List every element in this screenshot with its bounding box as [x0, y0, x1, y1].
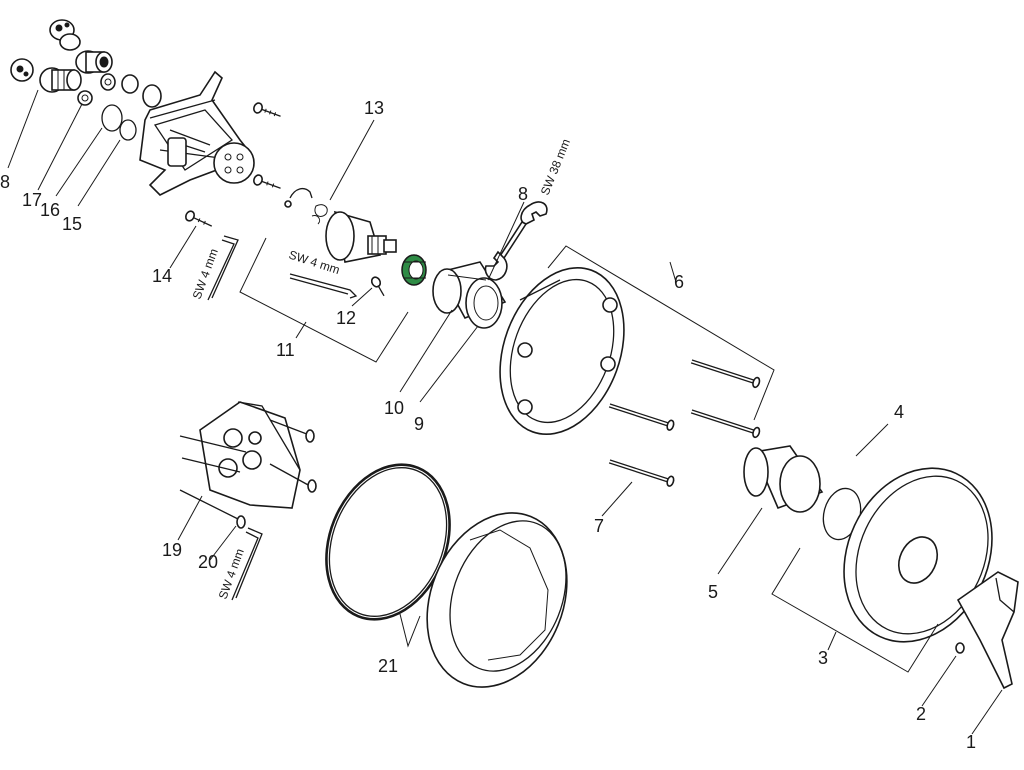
callout-10: 10: [384, 398, 404, 418]
wrench-size-label: SW 38 mm: [538, 137, 573, 197]
callout-5: 5: [708, 582, 718, 602]
rough-in-frame: [179, 401, 317, 529]
check-valve-fittings: [10, 19, 162, 141]
hex-key-14-icon: [207, 235, 239, 301]
callout-8a: 8: [0, 172, 10, 192]
callout-17: 17: [22, 190, 42, 210]
trim-sleeve: [743, 445, 824, 513]
cartridge-nut-ring: [401, 254, 427, 286]
callout-1: 1: [966, 732, 976, 752]
callout-12: 12: [336, 308, 356, 328]
callout-3: 3: [818, 648, 828, 668]
hex-key-14-size-label: SW 4 mm: [190, 247, 221, 301]
callout-7: 7: [594, 516, 604, 536]
cartridge: [325, 210, 397, 263]
hex-key-20-icon: [231, 527, 263, 601]
hex-key-20-size-label: SW 4 mm: [216, 547, 247, 601]
wrench-sw38-icon: [484, 201, 548, 281]
callout-14: 14: [152, 266, 172, 286]
body-screws: [253, 102, 313, 208]
callout-2: 2: [916, 704, 926, 724]
hex-key-12-icon: [289, 273, 358, 299]
lever-handle: [956, 571, 1019, 690]
screw-14: [185, 210, 213, 227]
retaining-clips: [311, 204, 328, 225]
callout-21: 21: [378, 656, 398, 676]
callout-16: 16: [40, 200, 60, 220]
set-screw: [955, 642, 965, 654]
callout-4: 4: [894, 402, 904, 422]
callout-13: 13: [364, 98, 384, 118]
leader-lines: [7, 89, 1003, 735]
callout-19: 19: [162, 540, 182, 560]
callout-15: 15: [62, 214, 82, 234]
callout-20: 20: [198, 552, 218, 572]
valve-body: [139, 70, 255, 196]
mounting-plate: [499, 266, 625, 436]
escutcheon-plate: [843, 467, 993, 643]
long-screws: [608, 359, 761, 487]
callout-6: 6: [674, 272, 684, 292]
callout-11: 11: [276, 340, 295, 360]
callout-8b: 8: [518, 184, 528, 204]
trim-ring: [426, 512, 568, 688]
callout-9: 9: [414, 414, 424, 434]
screw-12: [370, 276, 385, 297]
